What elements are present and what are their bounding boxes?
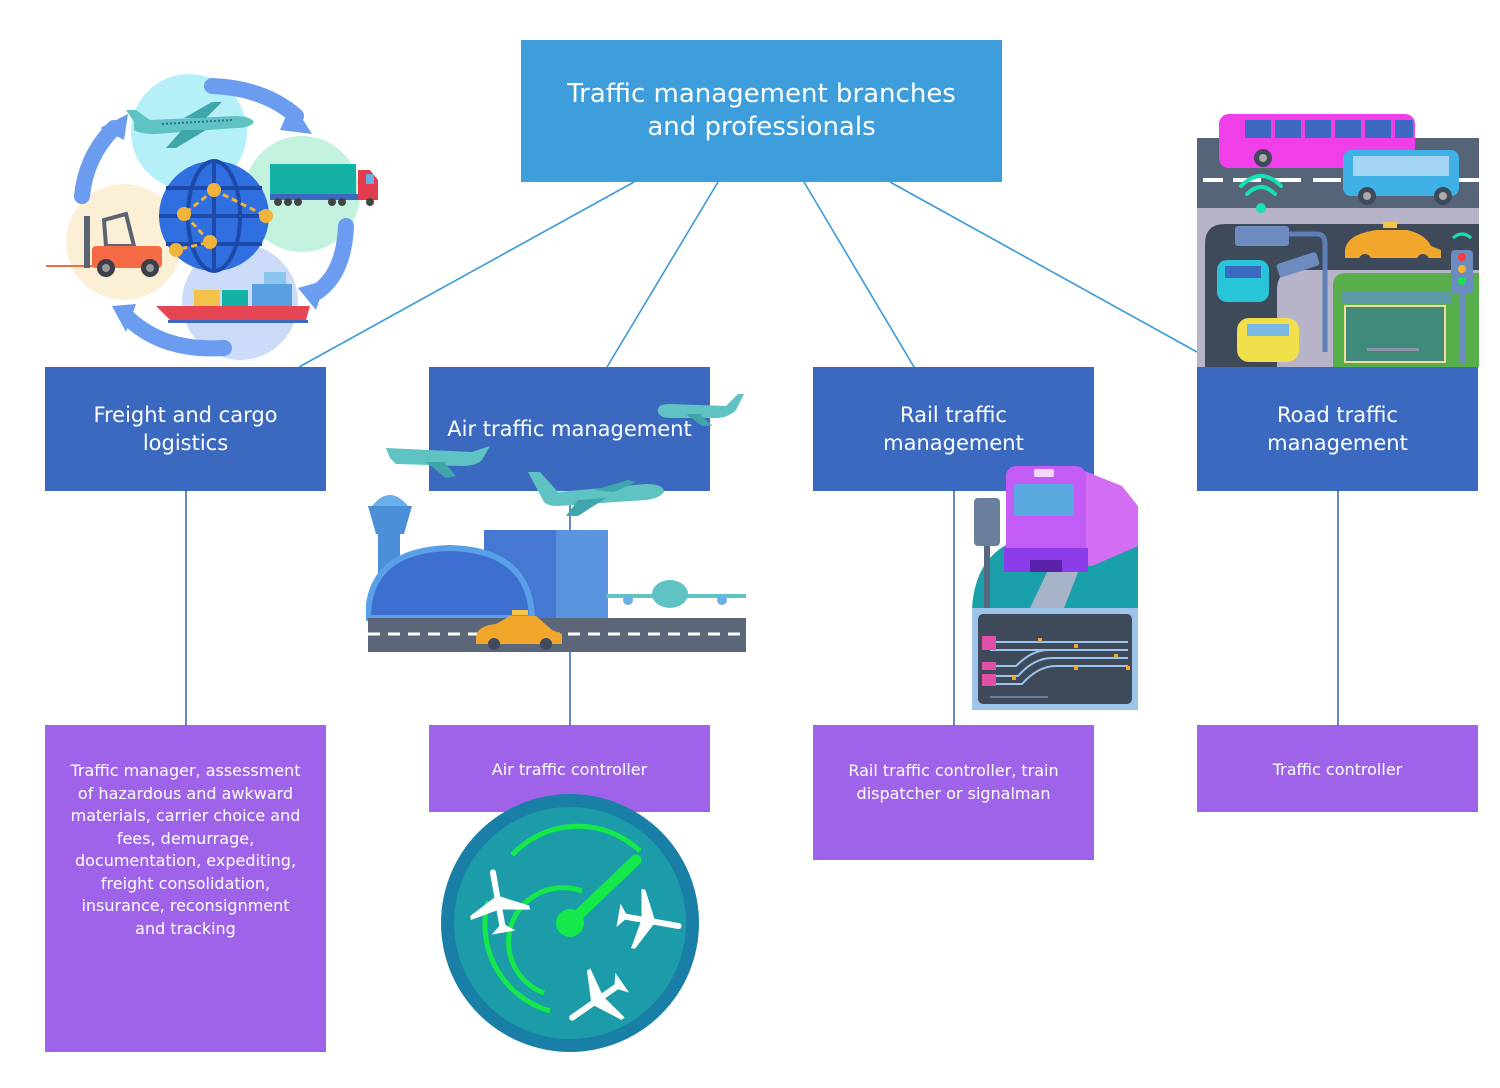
- role-label-road: Traffic controller: [1272, 760, 1403, 779]
- connector-root-road: [889, 181, 1198, 353]
- root-title: Traffic management branches and professi…: [567, 79, 956, 142]
- branch-label-road: Road traffic management: [1267, 403, 1408, 455]
- role-node-road[interactable]: Traffic controller: [1197, 725, 1478, 812]
- city-road-illustration: [1197, 114, 1479, 367]
- globe-network-icon: [159, 159, 273, 273]
- wifi-icon: [1239, 174, 1283, 213]
- role-node-freight[interactable]: Traffic manager, assessment of hazardous…: [45, 725, 326, 1052]
- radar-icon: [441, 794, 699, 1052]
- branch-label-freight: Freight and cargo logistics: [93, 403, 278, 455]
- cargo-ship-icon: [156, 272, 310, 323]
- role-label-air: Air traffic controller: [491, 760, 648, 779]
- minibus-icon: [1343, 150, 1459, 205]
- taxi-icon: [476, 610, 562, 650]
- role-label-rail: Rail traffic controller, train dispatche…: [848, 761, 1059, 803]
- truck-icon: [270, 164, 378, 206]
- branch-label-air: Air traffic management: [447, 417, 692, 441]
- bus-stop-icon: [1341, 292, 1451, 363]
- branch-node-road[interactable]: Road traffic management: [1197, 367, 1478, 491]
- train-icon: [1004, 466, 1138, 572]
- logistics-cycle-illustration: [46, 74, 378, 360]
- role-node-rail[interactable]: Rail traffic controller, train dispatche…: [813, 725, 1094, 860]
- airplane-icon: [657, 394, 744, 426]
- forklift-icon: [46, 211, 162, 277]
- airplane-icon: [569, 968, 630, 1021]
- branch-node-air[interactable]: Air traffic management: [429, 367, 710, 491]
- arrow-head-icon: [112, 304, 136, 332]
- arrow-head-icon: [298, 280, 326, 310]
- branch-label-rail: Rail traffic management: [883, 403, 1024, 455]
- airplane-icon: [470, 869, 530, 935]
- airport-illustration: [366, 394, 746, 652]
- arrow-head-icon: [280, 102, 312, 134]
- car-icon: [1217, 260, 1269, 302]
- cctv-camera-icon: [1276, 252, 1320, 278]
- traffic-light-icon: [1451, 232, 1473, 364]
- connector-root-freight: [298, 181, 635, 368]
- connector-root-air: [606, 181, 719, 368]
- train-illustration: [972, 466, 1138, 710]
- arrow-head-icon: [100, 114, 128, 140]
- role-label-freight: Traffic manager, assessment of hazardous…: [70, 761, 301, 938]
- street-lamp-icon: [1235, 226, 1328, 352]
- railway-signal-icon: [974, 498, 1000, 610]
- car-icon: [1237, 318, 1299, 362]
- root-node[interactable]: Traffic management branches and professi…: [521, 40, 1002, 182]
- airplane-icon: [126, 102, 254, 148]
- airplane-icon: [528, 472, 664, 516]
- airplane-icon: [616, 889, 682, 949]
- parked-airplane-icon: [606, 580, 746, 608]
- connector-root-rail: [803, 181, 915, 368]
- branch-node-freight[interactable]: Freight and cargo logistics: [45, 367, 326, 491]
- taxi-icon: [1345, 222, 1441, 266]
- airplane-icon: [386, 446, 490, 478]
